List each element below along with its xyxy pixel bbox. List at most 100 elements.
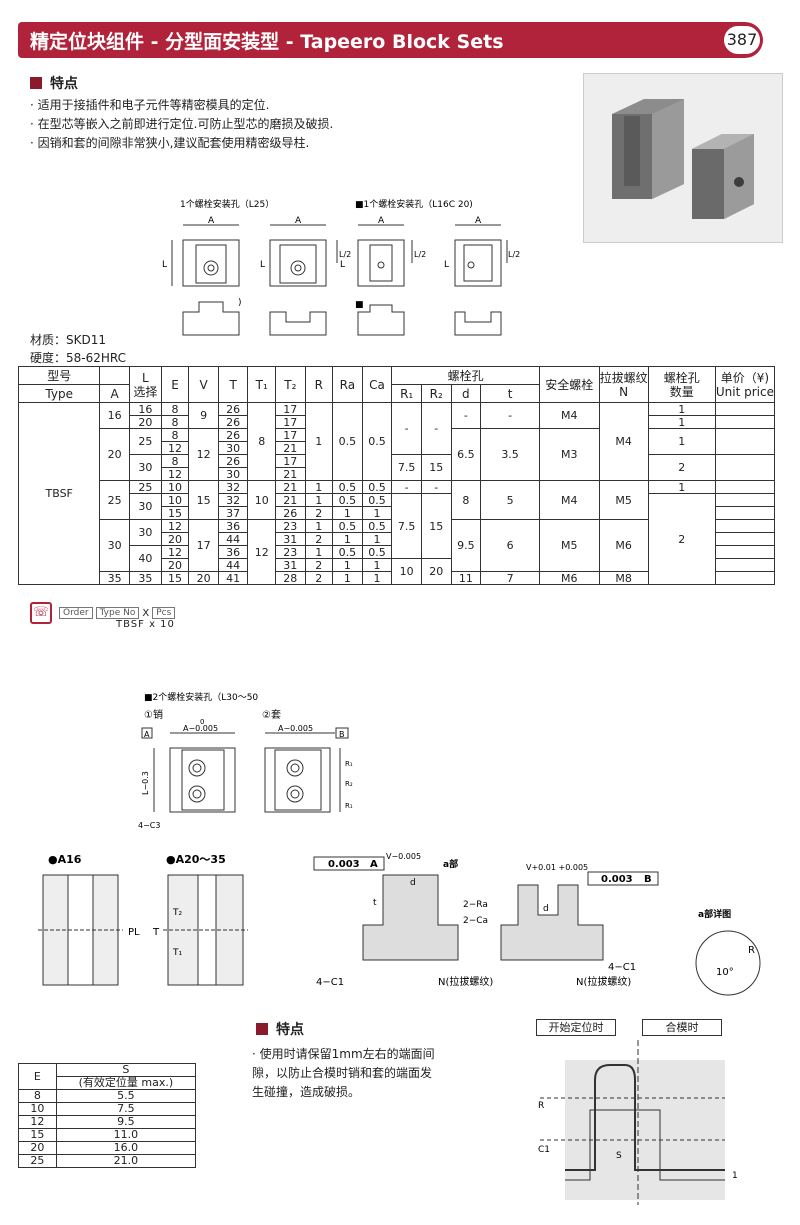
dim-l2-label: L/2 [414,250,426,259]
cell-ra: 0.5 [332,493,363,507]
section-marker [256,1023,268,1035]
paren-mark: ) [238,298,242,308]
cell-bolt: M4 [538,402,600,429]
a-part: a部 [443,858,458,870]
cell-t: 30 [217,441,249,455]
th-pull-n: N [619,384,629,399]
deg-label: 10° [716,967,734,978]
a-tol: A−0.005 [278,724,313,733]
cell-ca: 1 [361,506,393,520]
a-tol-top: 0 [200,718,204,726]
cell-t1: 8 [247,402,277,481]
cell-t: 44 [217,558,249,572]
cell-v: 9 [188,402,219,429]
cell-t2: 21 [275,441,306,455]
cell-t2: 17 [275,428,306,442]
n-thread: N(拉拔螺纹) [576,975,631,988]
st-e: 12 [18,1115,57,1129]
cell-t-small: 3.5 [480,428,540,481]
l-tol: L−0.3 [141,771,150,795]
phone-icon[interactable]: ☏ [30,602,52,624]
features-heading: 特点 [30,73,78,93]
square-mark: ■ [355,300,364,310]
gap-label: 1 [732,1171,738,1181]
cell-ca: 1 [361,558,393,572]
cell-t2: 21 [275,467,306,481]
cell-n: M4 [598,402,649,481]
tol-b: B [644,874,652,885]
cell-r2: 15 [420,493,452,559]
th-bolt-count-2: 数量 [669,384,694,399]
cell-price [714,558,776,572]
dim-a-label: A [295,216,302,226]
cell-l: 40 [128,545,162,572]
st-s: 9.5 [55,1115,197,1129]
four-c1: 4−C1 [608,962,636,973]
dim-l2-label: L/2 [508,250,520,259]
cell-price [714,415,776,429]
cell-r1: 7.5 [391,454,422,481]
mid-caption: ■2个螺栓安装孔（L30～50 [144,691,258,703]
cell-t2: 26 [275,506,306,520]
cell-r1: - [391,402,422,455]
sleeve-caption: ②套 [262,708,281,721]
cell-t2: 31 [275,532,306,546]
th-safety-bolt: 安全螺栓 [538,366,600,403]
cell-ra: 0.5 [332,519,363,533]
st-e: 25 [18,1154,57,1168]
cell-t-small: 6 [480,519,540,572]
cell-price [714,480,776,494]
cell-price [714,571,776,585]
order-pcs: Pcs [152,607,176,619]
dim-a-label: A [475,216,482,226]
th-l-select: 选择 [133,384,158,399]
cell-ca: 0.5 [361,545,393,559]
dim-l-label: L [162,260,167,270]
cell-price [714,519,776,533]
features-list: · 适用于接插件和电子元件等精密模具的定位. · 在型芯等嵌入之前即进行定位.可… [30,96,333,153]
th-t2: T₂ [275,366,306,403]
cell-e: 8 [160,415,190,429]
st-e: 8 [18,1089,57,1103]
features-title: 特点 [50,76,78,92]
cell-t: 37 [217,506,249,520]
th-r: R [304,366,334,403]
cell-ca: 0.5 [361,493,393,507]
th-unit-price-cn: 单价（¥) [720,370,770,385]
cell-e: 20 [160,532,190,546]
cell-e: 8 [160,428,190,442]
r-label: R [748,945,755,956]
th-d: d [450,384,482,403]
pl-label: PL [128,927,140,938]
cell-bolt: M3 [538,428,600,481]
product-photo-svg [584,74,782,242]
cell-t2: 23 [275,519,306,533]
cell-t2: 17 [275,402,306,416]
cell-t: 26 [217,415,249,429]
cell-v: 20 [188,571,219,585]
cell-d: 11 [450,571,482,585]
v-minus: V−0.005 [386,852,421,861]
cell-t: 36 [217,519,249,533]
a-detail: a部详图 [698,908,731,920]
cell-r: 1 [304,493,334,507]
cell-ca: 0.5 [361,480,393,494]
cell-r2: 15 [420,454,452,481]
th-unit-price-en: Unit price [715,384,774,399]
d-label: d [543,904,549,914]
cell-ca: 1 [361,532,393,546]
note-line: 生碰撞，造成破损。 [252,1085,361,1099]
cell-e: 12 [160,441,190,455]
cell-r2: 20 [420,558,452,585]
feature-item: · 在型芯等嵌入之前即进行定位.可防止型芯的磨损及破损. [30,117,334,131]
cell-price [714,493,776,507]
cell-r: 1 [304,480,334,494]
note-line: · 使用时请保留1mm左右的端面间 [252,1047,435,1061]
cell-l: 16 [128,402,162,416]
cell-r: 2 [304,571,334,585]
top-drawings: 1个螺栓安装孔（L25） ■1个螺栓安装孔（L16C 20) A A A A L… [162,198,520,336]
tol-a: A [370,859,378,870]
r-label: R [538,1101,544,1111]
